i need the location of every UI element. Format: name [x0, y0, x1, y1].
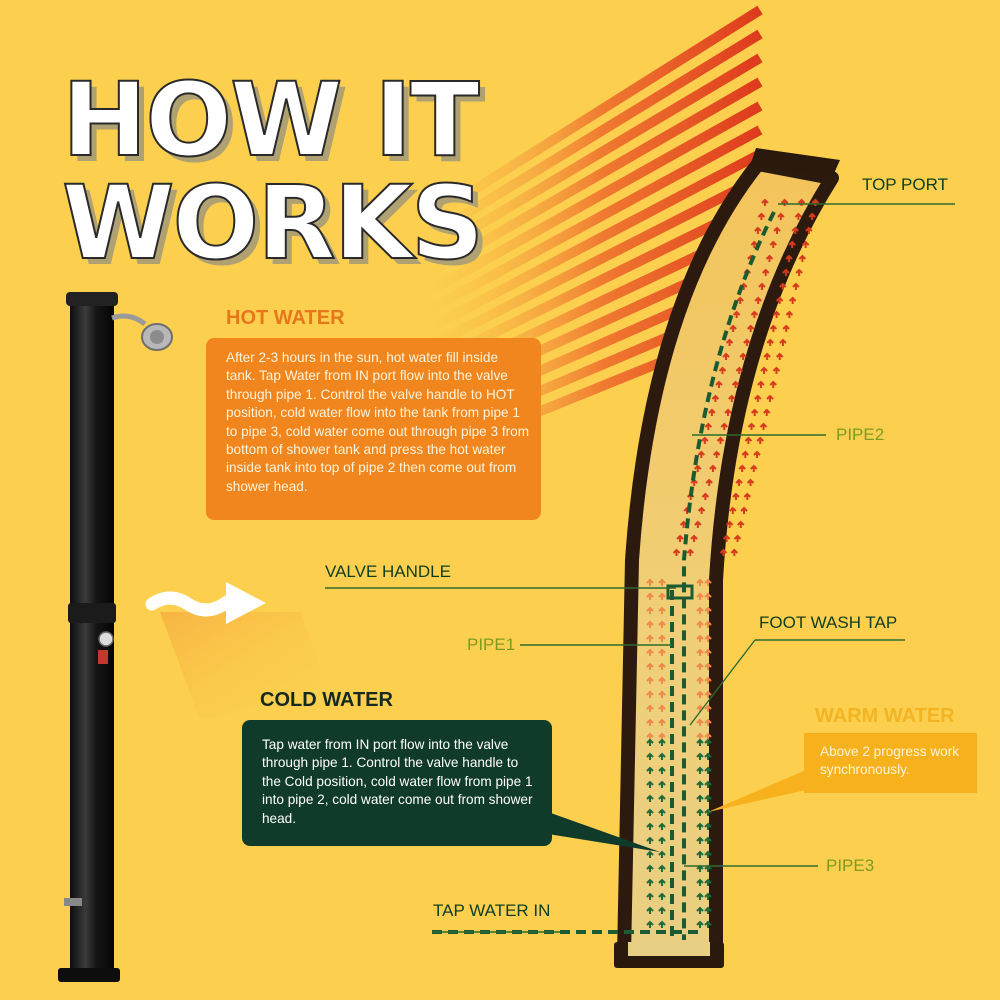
- top-port-label: TOP PORT: [862, 175, 948, 194]
- hot-water-description: After 2-3 hours in the sun, hot water fi…: [206, 338, 541, 520]
- pipe2-line: [682, 211, 776, 940]
- callout-lines: [325, 203, 955, 933]
- title-line-2: WORKS: [61, 164, 485, 283]
- pipe1-label: PIPE1: [467, 635, 516, 654]
- warm-box-pointer: [708, 770, 806, 812]
- cold-water-heading: COLD WATER: [260, 689, 393, 711]
- shower-product-image: [58, 292, 173, 982]
- pipe3-label: PIPE3: [826, 856, 875, 875]
- hot-water-arrows: [672, 198, 820, 556]
- pipe2-label: PIPE2: [836, 425, 885, 444]
- hot-water-heading: HOT WATER: [226, 307, 345, 329]
- valve-handle-body: [666, 584, 694, 600]
- cold-water-arrows: [646, 738, 712, 928]
- cold-water-description: Tap water from IN port flow into the val…: [242, 720, 552, 846]
- foot-wash-tap-label: FOOT WASH TAP: [759, 613, 898, 632]
- title-line-1: HOW IT: [61, 61, 481, 180]
- warm-water-heading: WARM WATER: [815, 705, 955, 727]
- tap-water-in-label: TAP WATER IN: [433, 901, 551, 920]
- wavy-arrow-icon: [145, 582, 330, 720]
- cold-box-pointer: [548, 812, 660, 852]
- shower-tank-cutaway: [614, 148, 840, 968]
- valve-handle-label: VALVE HANDLE: [325, 562, 451, 581]
- warm-water-description: Above 2 progress work synchronously.: [804, 733, 977, 793]
- warm-water-arrows: [646, 578, 712, 740]
